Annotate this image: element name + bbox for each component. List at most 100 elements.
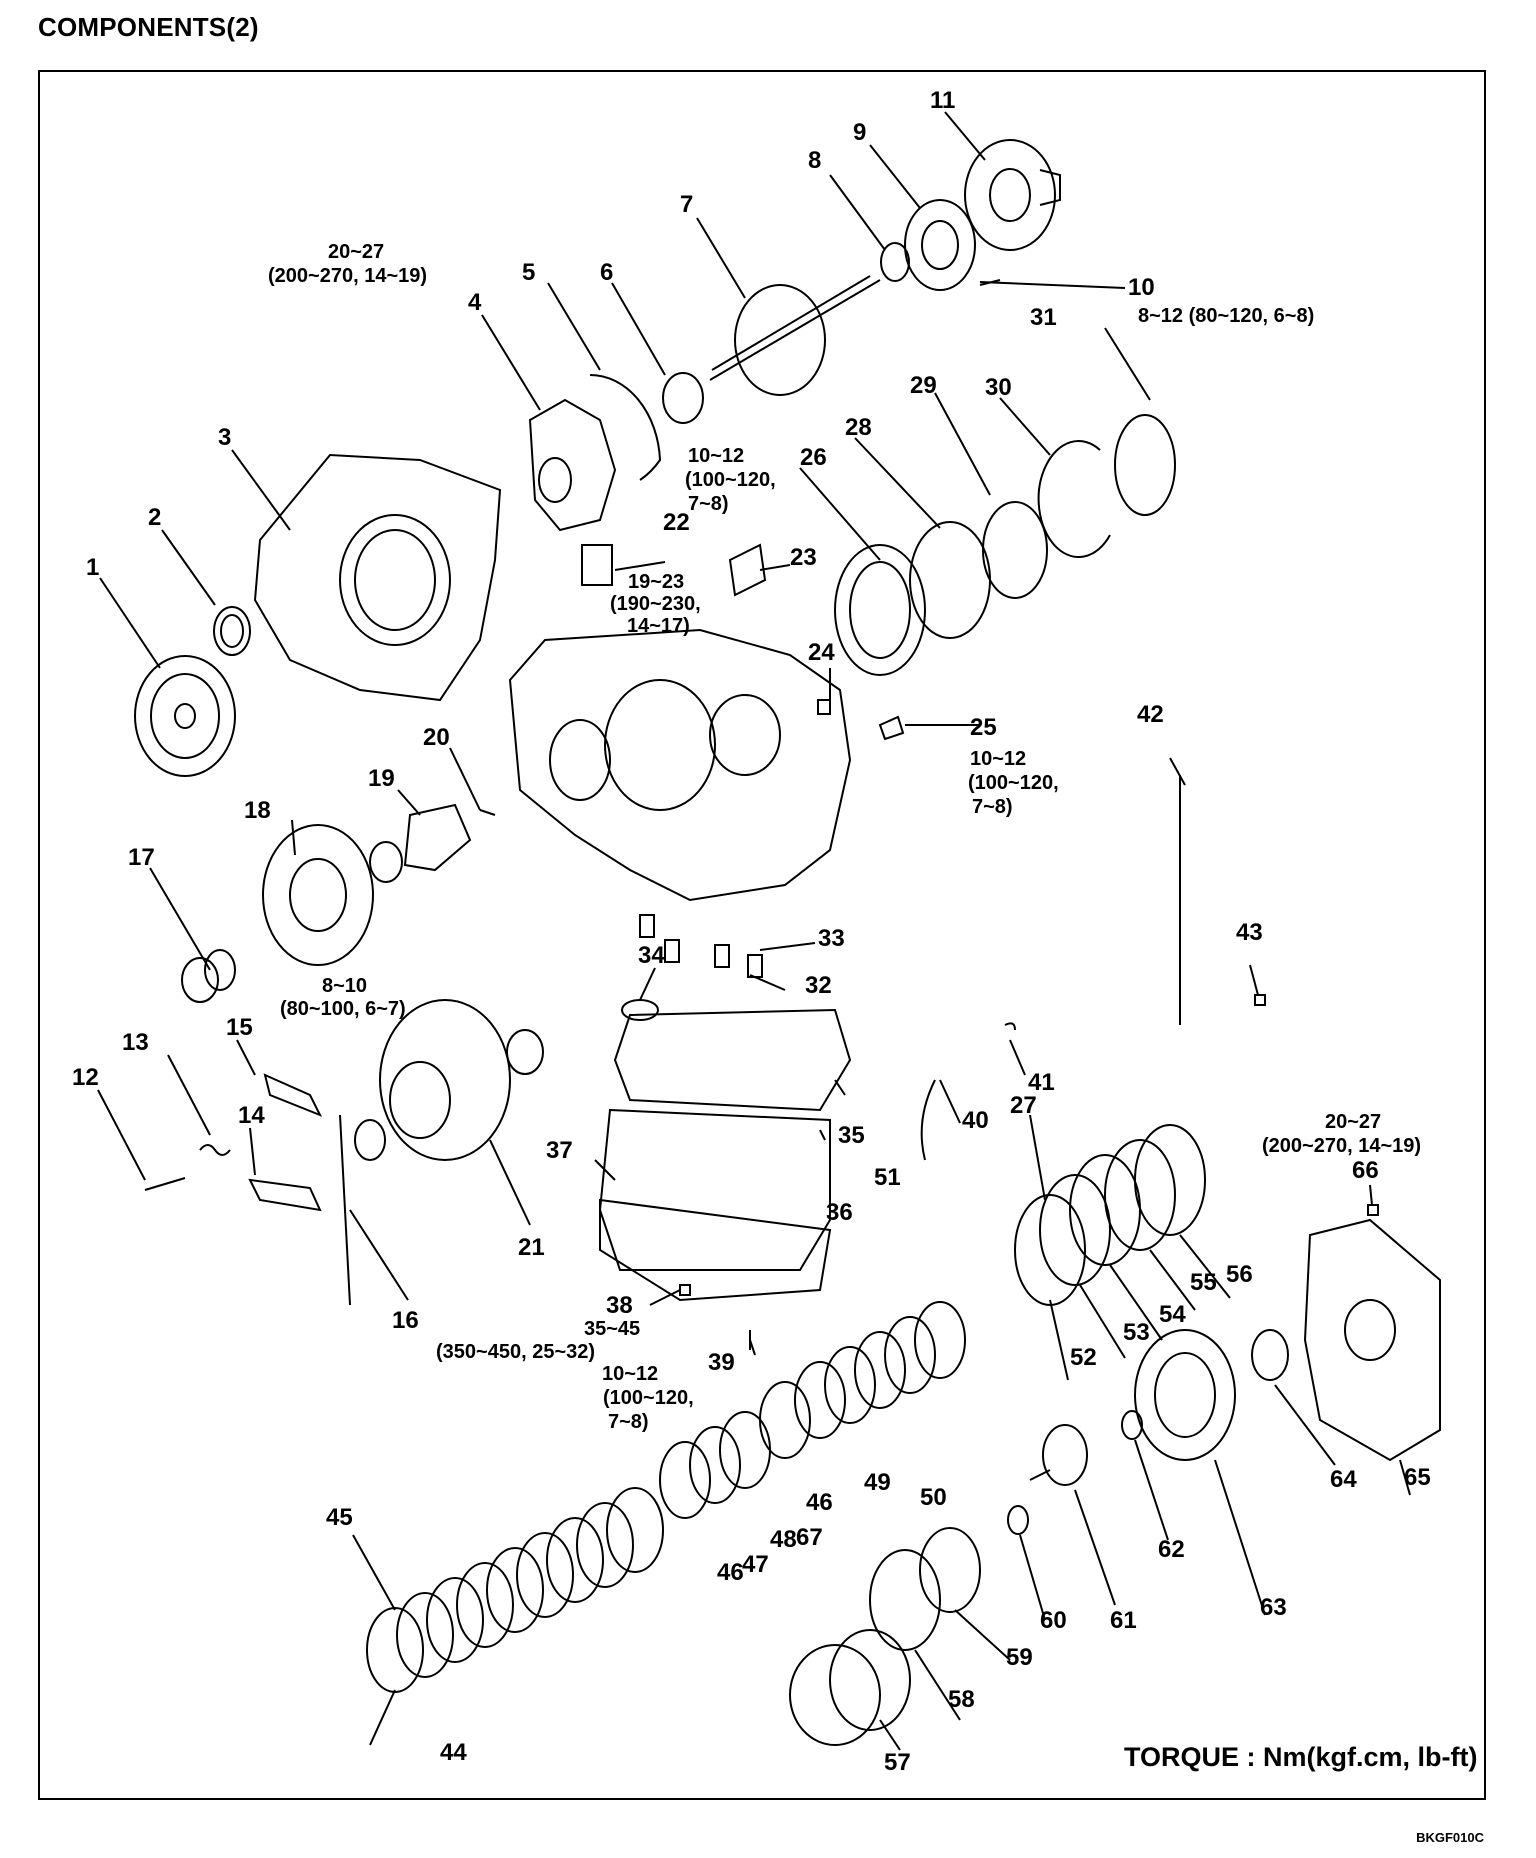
callout-67: 67 <box>796 1524 823 1551</box>
callout-32: 32 <box>805 972 832 999</box>
torque-spec-5: 10~12 <box>688 445 744 467</box>
callout-36: 36 <box>826 1199 853 1226</box>
part-13-spring <box>199 1144 231 1156</box>
part-32-33-springs <box>639 914 763 978</box>
part-26-piston <box>834 544 926 676</box>
callout-34: 34 <box>638 942 665 969</box>
callout-49: 49 <box>864 1469 891 1496</box>
callout-59: 59 <box>1006 1644 1033 1671</box>
part-64-seal <box>1251 1329 1289 1381</box>
callout-21: 21 <box>518 1234 545 1261</box>
part-49-51-plates <box>759 1301 966 1459</box>
part-40-harness <box>920 1079 936 1161</box>
callout-25: 25 <box>970 714 997 741</box>
callout-26: 26 <box>800 444 827 471</box>
callout-23: 23 <box>790 544 817 571</box>
part-31-ring <box>1114 414 1176 516</box>
callout-57: 57 <box>884 1749 911 1776</box>
part-7-input-shaft <box>709 275 881 396</box>
callout-20: 20 <box>423 724 450 751</box>
part-41-clip <box>1004 1022 1016 1031</box>
callout-38: 38 <box>606 1292 633 1319</box>
part-30-snap-ring <box>1037 440 1111 558</box>
callout-43: 43 <box>1236 919 1263 946</box>
part-25-sensor <box>878 715 905 741</box>
torque-spec-39-units: (100~120, <box>603 1387 694 1409</box>
torque-spec-38: 35~45 <box>584 1318 640 1340</box>
callout-5: 5 <box>522 259 535 286</box>
callout-11: 11 <box>930 87 955 114</box>
callout-46-upper: 46 <box>806 1489 833 1516</box>
callout-4: 4 <box>468 289 482 316</box>
part-66-bolt <box>1367 1204 1379 1216</box>
callout-65: 65 <box>1404 1464 1431 1491</box>
callout-63: 63 <box>1260 1594 1287 1621</box>
torque-spec-66-units: (200~270, 14~19) <box>1262 1135 1421 1157</box>
callout-62: 62 <box>1158 1536 1185 1563</box>
callout-8: 8 <box>808 147 821 174</box>
part-24-plug <box>817 699 831 715</box>
part-15-bracket <box>263 1073 323 1117</box>
callout-2: 2 <box>148 504 161 531</box>
torque-spec-23: 19~23 <box>628 571 684 593</box>
part-14-lever <box>248 1178 322 1212</box>
torque-spec-25-units-2: 7~8) <box>972 796 1013 818</box>
callout-30: 30 <box>985 374 1012 401</box>
torque-legend: TORQUE : Nm(kgf.cm, lb-ft) <box>1124 1742 1478 1772</box>
torque-spec-10: 8~12 (80~120, 6~8) <box>1138 305 1314 327</box>
part-36-valve-body <box>598 1108 831 1271</box>
callout-19: 19 <box>368 765 395 792</box>
part-22-sensor <box>581 544 613 586</box>
part-12-pin <box>144 1177 186 1191</box>
torque-spec-15: 8~10 <box>322 975 367 997</box>
callout-31: 31 <box>1030 304 1057 331</box>
part-38-bolt <box>679 1284 691 1296</box>
callout-42: 42 <box>1137 701 1164 728</box>
torque-spec-66: 20~27 <box>1325 1111 1381 1133</box>
part-19-retainer <box>403 803 472 872</box>
callout-41: 41 <box>1028 1069 1055 1096</box>
part-28-ring <box>909 521 991 639</box>
callout-3: 3 <box>218 424 231 451</box>
callout-24: 24 <box>808 639 835 666</box>
part-29-spring-plate <box>982 501 1048 599</box>
part-46-48-plates <box>659 1411 771 1519</box>
diagram-frame <box>38 70 1486 1800</box>
callout-47: 47 <box>742 1551 769 1578</box>
callout-45: 45 <box>326 1504 353 1531</box>
callout-60: 60 <box>1040 1607 1067 1634</box>
callout-44: 44 <box>440 1739 467 1766</box>
callout-64: 64 <box>1330 1466 1357 1493</box>
torque-spec-23-units-2: 14~17) <box>627 615 690 637</box>
transaxle-case <box>508 628 852 902</box>
part-5-snap-ring <box>589 373 662 481</box>
callout-33: 33 <box>818 925 845 952</box>
part-61-gear <box>1029 1424 1088 1486</box>
callout-29: 29 <box>910 372 937 399</box>
part-23-bracket <box>728 543 767 597</box>
torque-spec-39-units-2: 7~8) <box>608 1411 649 1433</box>
part-37-plate <box>599 1198 832 1302</box>
part-18-differential <box>262 824 374 966</box>
callout-46: 46 <box>717 1559 744 1586</box>
callout-61: 61 <box>1110 1607 1137 1634</box>
callout-58: 58 <box>948 1686 975 1713</box>
callout-53: 53 <box>1123 1319 1150 1346</box>
part-62-washer <box>1121 1410 1143 1440</box>
callout-22: 22 <box>663 509 690 536</box>
torque-spec-bolt-4-units: (200~270, 14~19) <box>268 265 427 287</box>
torque-spec-bolt-4: 20~27 <box>328 241 384 263</box>
part-63-drum <box>1134 1329 1236 1461</box>
callout-28: 28 <box>845 414 872 441</box>
callout-27: 27 <box>1010 1092 1037 1119</box>
callout-10: 10 <box>1128 274 1155 301</box>
part-11-transfer-gear <box>964 139 1061 251</box>
callout-51: 51 <box>874 1164 901 1191</box>
torque-spec-38-units: (350~450, 25~32) <box>436 1341 595 1363</box>
part-17-bearing <box>181 957 219 1003</box>
part-20-bolt <box>479 809 496 816</box>
torque-spec-23-units: (190~230, <box>610 593 701 615</box>
torque-spec-5-units-2: 7~8) <box>688 493 729 515</box>
part-4-oil-pump <box>528 398 617 532</box>
callout-12: 12 <box>72 1064 99 1091</box>
